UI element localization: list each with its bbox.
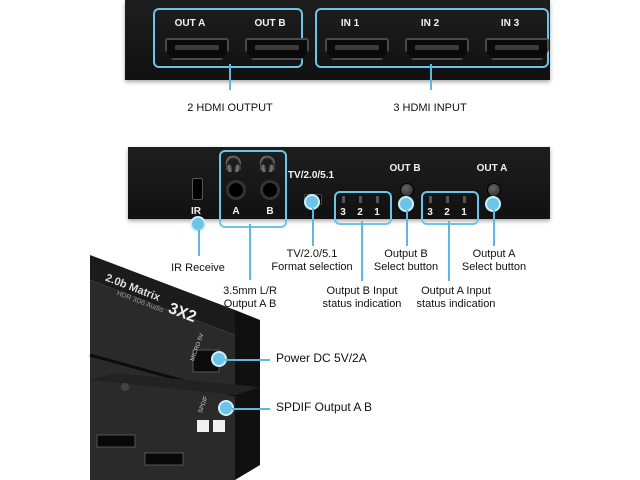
out-a-led-1: 1 [461, 207, 467, 218]
device-top-face [90, 255, 235, 335]
ir-connector-line [198, 230, 200, 256]
out-a-button-caption-line1: Output A [472, 248, 516, 260]
out-a-button-marker-dot [487, 198, 499, 210]
out-b-status-caption-line1: Output B Input [326, 285, 398, 297]
spdif-marker-dot [220, 402, 232, 414]
audio-group-outline [219, 150, 287, 228]
device-hdmi-port-2 [144, 452, 184, 466]
audio-caption-line2: Output A B [223, 298, 277, 310]
out-a-led-2: 2 [444, 207, 450, 218]
jack-label-b: B [266, 206, 274, 217]
out-b-led-window-3 [342, 196, 345, 203]
out-b-button-connector-line [406, 210, 408, 246]
power-connector-line [225, 359, 270, 361]
ir-caption: IR Receive [171, 262, 225, 274]
audio-jack-a [226, 180, 246, 200]
format-caption-line1: TV/2.0/5.1 [286, 248, 338, 260]
out-b-led-1: 1 [374, 207, 380, 218]
input-connector-line [430, 64, 432, 90]
hdmi-port-in-1 [325, 38, 389, 60]
out-a-button-caption-line2: Select button [461, 261, 527, 273]
port-label-in-2: IN 2 [420, 18, 440, 29]
audio-jack-b [260, 180, 280, 200]
out-b-led-window-1 [376, 196, 379, 203]
out-a-button-connector-line [493, 210, 495, 246]
device-lower-box-top [90, 373, 260, 395]
device-button [121, 383, 129, 391]
power-marker-dot [213, 353, 225, 365]
switch-label: TV/2.0/5.1 [287, 170, 335, 181]
output-connector-line [229, 64, 231, 90]
out-a-led-window-3 [429, 196, 432, 203]
out-b-led-3: 3 [340, 207, 346, 218]
spdif-caption: SPDIF Output A B [276, 400, 373, 414]
switch-marker-dot [306, 196, 318, 208]
ir-label: IR [191, 206, 201, 217]
audio-caption-line1: 3.5mm L/R [223, 285, 277, 297]
out-b-led-2: 2 [357, 207, 363, 218]
out-b-label: OUT B [389, 163, 421, 174]
out-a-status-caption-line2: status indication [416, 298, 496, 310]
audio-connector-line [249, 224, 251, 280]
hdmi-port-out-a [165, 38, 229, 60]
out-a-status-outline [421, 191, 479, 225]
format-caption-line2: Format selection [271, 261, 353, 273]
spdif-connector-line [232, 408, 270, 410]
out-a-label: OUT A [476, 163, 508, 174]
port-label-in-1: IN 1 [340, 18, 360, 29]
out-a-led-window-2 [446, 196, 449, 203]
out-b-status-outline [334, 191, 392, 225]
out-a-led-window-1 [463, 196, 466, 203]
port-label-out-a: OUT A [174, 18, 206, 29]
out-b-led-window-2 [359, 196, 362, 203]
ir-marker-dot [192, 218, 204, 230]
hdmi-port-in-3 [485, 38, 549, 60]
spdif-port-1 [197, 420, 209, 432]
out-b-button-caption-line2: Select button [373, 261, 439, 273]
port-label-in-3: IN 3 [500, 18, 520, 29]
out-b-status-caption-line2: status indication [322, 298, 402, 310]
out-a-status-caption-line1: Output A Input [421, 285, 491, 297]
headphone-icon-a: 🎧 [224, 156, 243, 173]
jack-label-a: A [232, 206, 240, 217]
device-illustration [89, 255, 260, 480]
out-a-led-3: 3 [427, 207, 433, 218]
power-caption: Power DC 5V/2A [276, 351, 367, 365]
format-connector-line [312, 208, 314, 246]
headphone-icon-b: 🎧 [258, 156, 277, 173]
spdif-port-2 [213, 420, 225, 432]
device-hdmi-port-1 [96, 434, 136, 448]
device-right-face [235, 310, 260, 480]
port-label-out-b: OUT B [254, 18, 286, 29]
hdmi-port-in-2 [405, 38, 469, 60]
hdmi-port-out-b [245, 38, 309, 60]
out-b-button-caption-line1: Output B [384, 248, 428, 260]
out-a-status-connector-line [448, 221, 450, 281]
out-a-select-button [487, 183, 501, 197]
output-caption: 2 HDMI OUTPUT [187, 102, 273, 114]
out-b-status-connector-line [361, 221, 363, 281]
ir-sensor [192, 178, 203, 200]
out-b-button-marker-dot [400, 198, 412, 210]
out-b-select-button [400, 183, 414, 197]
input-caption: 3 HDMI INPUT [393, 102, 467, 114]
